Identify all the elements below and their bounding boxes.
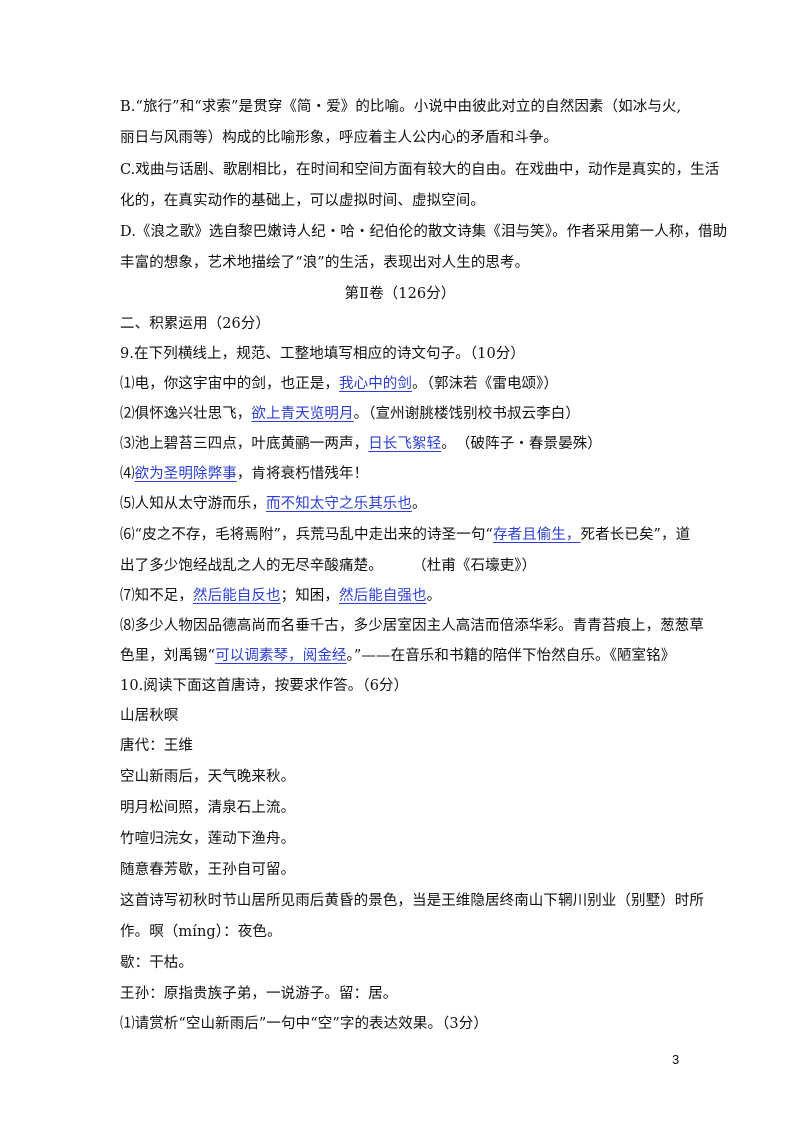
q9-7-text-c: 。 <box>426 588 442 604</box>
q9-item-4: ⑷欲为圣明除弊事，肯将衰朽惜残年！ <box>120 464 368 484</box>
q9-item-1: ⑴电，你这宇宙中的剑，也正是，我心中的剑。（郭沫若《雷电颂》） <box>120 374 558 394</box>
q9-2-answer: 欲上青天览明月 <box>251 406 354 422</box>
q9-4-text-a: ⑷ <box>120 466 135 482</box>
q9-6-text-b: 死者长已矣”，道 <box>580 527 691 543</box>
q9-1-answer: 我心中的剑 <box>339 376 412 392</box>
q9-4-text-b: ，肯将衰朽惜残年！ <box>236 466 369 482</box>
q9-item-6-line-1: ⑹“皮之不存，毛将焉附”，兵荒马乱中走出来的诗圣一句“存者且偷生，死者长已矣”，… <box>120 525 690 545</box>
q9-8-answer: 可以调素琴，阅金经 <box>215 648 347 664</box>
option-c-line-2: 化的，在真实动作的基础上，可以虚拟时间、虚拟空间。 <box>120 193 485 209</box>
q9-item-8-line-2: 色里，刘禹锡“可以调素琴，阅金经。”——在音乐和书籍的陪伴下怡然自乐。《陋室铭》 <box>120 646 675 666</box>
q9-5-text-b: 。 <box>412 496 427 512</box>
q9-7-answer-1: 然后能自反也 <box>193 588 281 604</box>
option-d-line-1: D.《浪之歌》选自黎巴嫩诗人纪・哈・纪伯伦的散文诗集《泪与笑》。作者采用第一人称… <box>120 224 728 240</box>
q9-8-text-c: 。”——在音乐和书籍的陪伴下怡然自乐。《陋室铭》 <box>346 648 676 664</box>
note-line-4: 王孙：原指贵族子弟，一说游子。留：居。 <box>120 986 398 1002</box>
q9-2-text-b: 。（宣州谢朓楼饯别校书叔云李白） <box>353 406 580 422</box>
q9-5-answer: 而不知太守之乐其乐也 <box>266 496 412 512</box>
q9-7-answer-2: 然后能自强也 <box>339 588 427 604</box>
option-c-line-1: C.戏曲与话剧、歌剧相比，在时间和空间方面有较大的自由。在戏曲中，动作是真实的，… <box>120 162 720 178</box>
page-number: 3 <box>672 1052 680 1067</box>
note-line-1: 这首诗写初秋时节山居所见雨后黄昏的景色，当是王维隐居终南山下辋川别业（别墅）时所 <box>120 893 704 909</box>
q9-item-7: ⑺知不足，然后能自反也；知困，然后能自强也。 <box>120 586 441 606</box>
poem-line-1: 空山新雨后，天气晚来秋。 <box>120 769 296 785</box>
q9-3-text-a: ⑶池上碧苔三四点，叶底黄鹂一两声， <box>120 436 369 452</box>
option-b-line-1: B.“旅行”和“求索”是贯穿《简・爱》的比喻。小说中由彼此对立的自然因素（如冰与… <box>120 99 682 115</box>
q9-6-text-a: ⑹“皮之不存，毛将焉附”，兵荒马乱中走出来的诗圣一句“ <box>120 527 493 543</box>
question-10: 10.阅读下面这首唐诗，按要求作答。（6分） <box>120 678 409 694</box>
option-b-line-2: 丽日与风雨等）构成的比喻形象，呼应着主人公内心的矛盾和斗争。 <box>120 130 558 146</box>
q9-4-answer: 欲为圣明除弊事 <box>134 466 237 482</box>
section-2-heading: 二、积累运用（26分） <box>120 316 271 332</box>
q9-8-text-b: 色里，刘禹锡“ <box>120 648 216 664</box>
q9-item-5: ⑸人知从太守游而乐，而不知太守之乐其乐也。 <box>120 494 427 514</box>
q9-3-answer: 日长飞絮轻 <box>368 436 442 452</box>
q9-3-text-b: 。 （破阵子・春景晏殊） <box>441 436 602 452</box>
q9-item-8-line-1: ⑻多少人物因品德高尚而名垂千古，多少居室因主人高洁而倍添华彩。青青苔痕上，葱葱草 <box>120 618 704 634</box>
q9-7-text-a: ⑺知不足， <box>120 588 193 604</box>
q9-2-text-a: ⑵俱怀逸兴壮思飞， <box>120 406 252 422</box>
q9-item-6-line-2: 出了多少饱经战乱之人的无尽辛酸痛楚。 （杜甫《石壕吏》） <box>120 558 537 574</box>
poem-line-4: 随意春芳歇，王孙自可留。 <box>120 862 296 878</box>
q10-subquestion-1: ⑴请赏析“空山新雨后”一句中“空”字的表达效果。（3分） <box>120 1016 488 1032</box>
note-line-2: 作。暝（míng）：夜色。 <box>120 924 282 940</box>
poem-author: 唐代：王维 <box>120 738 193 754</box>
note-line-3: 歇：干枯。 <box>120 955 193 971</box>
question-9: 9.在下列横线上，规范、工整地填写相应的诗文句子。（10分） <box>120 346 526 362</box>
q9-1-text-b: 。（郭沫若《雷电颂》） <box>412 376 559 392</box>
q9-item-3: ⑶池上碧苔三四点，叶底黄鹂一两声，日长飞絮轻。 （破阵子・春景晏殊） <box>120 434 602 454</box>
q9-1-text-a: ⑴电，你这宇宙中的剑，也正是， <box>120 376 339 392</box>
volume-2-heading: 第Ⅱ卷（126分） <box>344 286 456 302</box>
poem-line-2: 明月松间照，清泉石上流。 <box>120 800 296 816</box>
poem-line-3: 竹喧归浣女，莲动下渔舟。 <box>120 831 296 847</box>
poem-title: 山居秋暝 <box>120 708 179 724</box>
q9-6-answer: 存者且偷生， <box>492 527 581 543</box>
q9-7-text-b: ；知困， <box>280 588 340 604</box>
option-d-line-2: 丰富的想象，艺术地描绘了“浪”的生活，表现出对人生的思考。 <box>120 255 530 271</box>
q9-5-text-a: ⑸人知从太守游而乐， <box>120 496 266 512</box>
q9-item-2: ⑵俱怀逸兴壮思飞，欲上青天览明月。（宣州谢朓楼饯别校书叔云李白） <box>120 404 580 424</box>
